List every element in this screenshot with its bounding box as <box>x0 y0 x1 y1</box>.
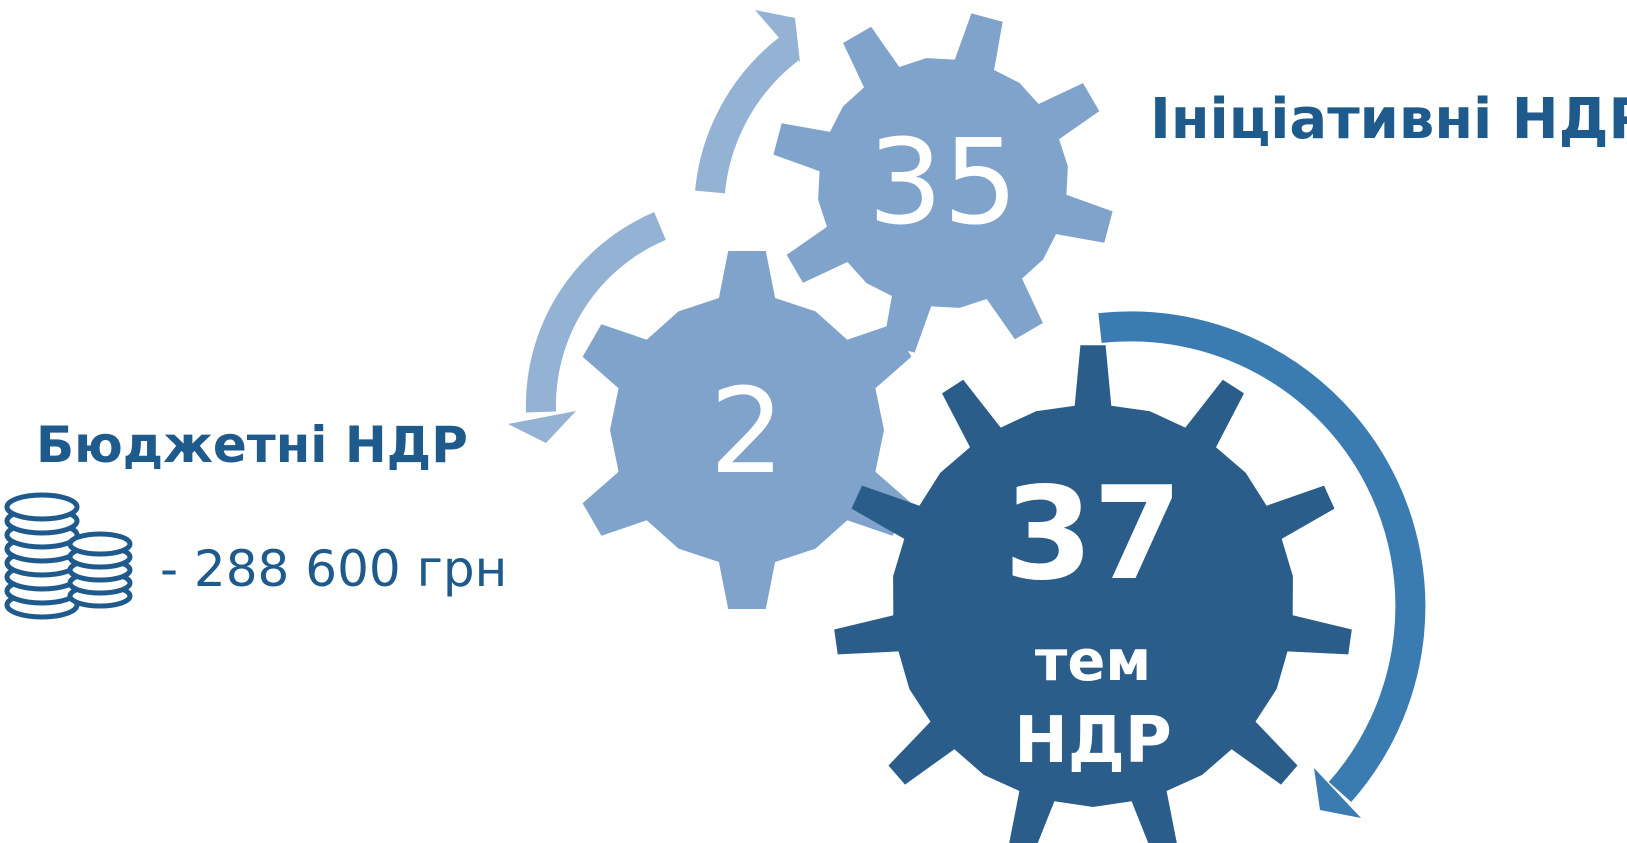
cycle-arrow-left-icon <box>508 212 667 443</box>
middle-gear-body <box>582 251 912 609</box>
coin-stack-icon <box>4 492 133 620</box>
bottom-gear: 37 тем НДР <box>834 345 1352 843</box>
cycle-arrow-top-icon <box>695 10 800 194</box>
bottom-gear-value: 37 <box>1004 460 1182 609</box>
budget-label: Бюджетні НДР <box>36 416 468 474</box>
top-gear-value: 35 <box>868 113 1018 251</box>
cycle-arrow-right-icon <box>1098 311 1426 818</box>
middle-gear: 2 <box>582 251 912 609</box>
bottom-gear-line2: НДР <box>1014 704 1171 778</box>
bottom-gear-line1: тем <box>1035 629 1151 694</box>
budget-amount: - 288 600 грн <box>160 540 507 598</box>
top-gear-body <box>773 13 1113 353</box>
initiative-label: Ініціативні НДР <box>1150 87 1627 152</box>
bottom-gear-body <box>834 345 1352 843</box>
middle-gear-value: 2 <box>709 362 784 500</box>
top-gear: 35 <box>773 13 1113 353</box>
